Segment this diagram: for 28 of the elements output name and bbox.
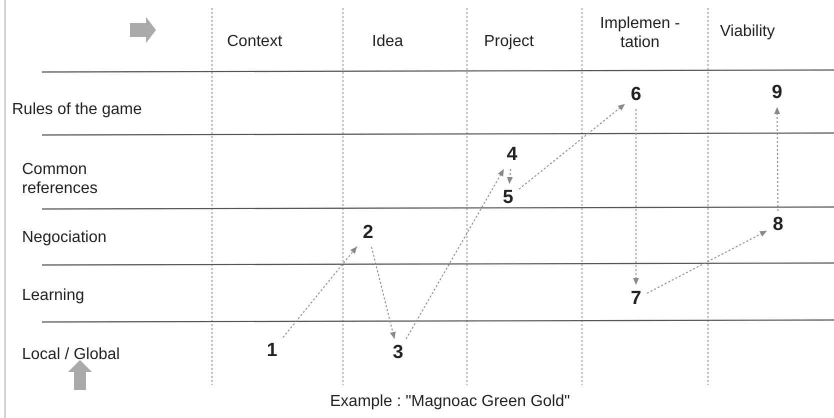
arrow	[646, 230, 768, 294]
step-number: 8	[770, 214, 786, 236]
step-number: 4	[504, 144, 520, 166]
step-number: 7	[628, 288, 644, 310]
column-header: Viability	[720, 22, 775, 41]
row-header: Rules of the game	[12, 100, 142, 119]
step-number: 5	[500, 187, 516, 209]
arrow	[371, 246, 396, 340]
arrow	[506, 168, 513, 184]
caption-text: Example : "Magnoac Green Gold"	[330, 392, 570, 411]
row-header: Negociation	[22, 228, 106, 247]
arrow	[518, 103, 626, 190]
column-header: Project	[484, 32, 534, 51]
row-header: Common references	[22, 160, 99, 198]
arrow	[406, 168, 504, 340]
step-number: 6	[628, 84, 644, 106]
arrow	[774, 106, 780, 212]
column-header: Context	[227, 32, 282, 51]
arrow	[282, 246, 358, 338]
step-number: 2	[360, 222, 376, 244]
row-header: Learning	[22, 286, 84, 305]
step-number: 3	[390, 342, 406, 364]
column-header: Implemen -tation	[598, 14, 682, 52]
step-number: 9	[769, 82, 785, 104]
step-number: 1	[264, 340, 280, 362]
column-header: Idea	[372, 32, 404, 51]
row-header: Local / Global	[22, 345, 120, 364]
arrow	[633, 108, 639, 286]
